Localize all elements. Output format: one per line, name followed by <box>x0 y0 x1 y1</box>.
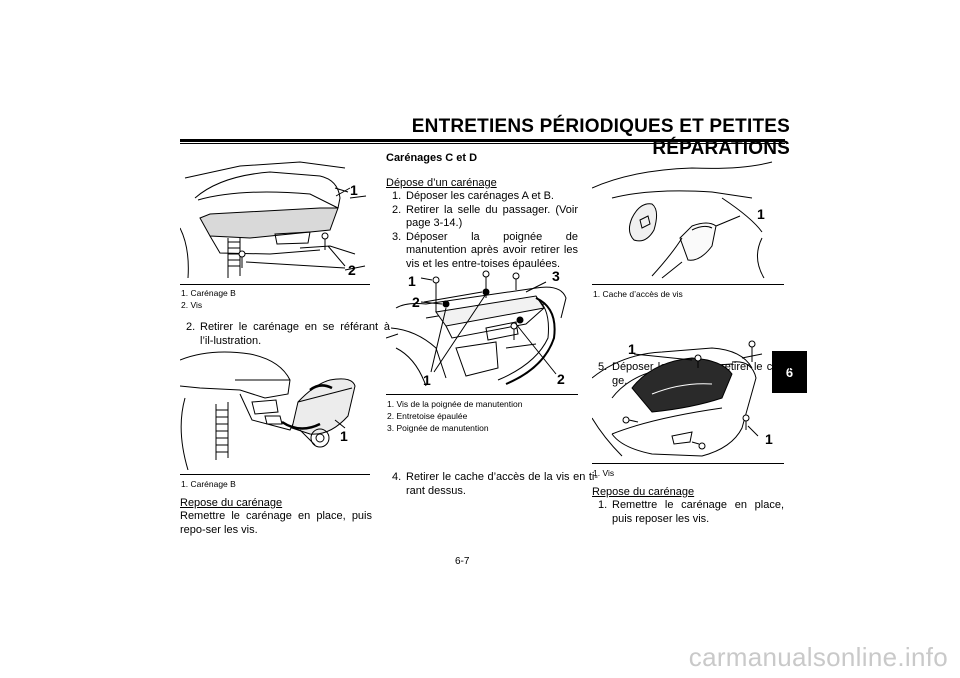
figure-rule <box>592 463 784 464</box>
instruction-step: 2.Retirer la selle du passager. (Voir pa… <box>392 203 578 230</box>
callout: 1 <box>423 372 431 388</box>
caption-line: 2. Entretoise épaulée <box>387 411 468 421</box>
header-rule <box>180 139 785 142</box>
watermark: carmanualsonline.info <box>688 642 948 672</box>
figure-caption: 1. Carénage B <box>181 478 236 490</box>
instruction-list: 1.Remettre le carénage en place, puis re… <box>592 499 784 526</box>
section-subheading: Repose du carénage <box>180 497 283 509</box>
header-rule-thin <box>180 143 785 144</box>
figure-cowling-b <box>180 161 367 279</box>
figure-rule <box>180 474 370 475</box>
figure-rule <box>180 284 370 285</box>
figure-caption: 1. Vis <box>593 467 614 479</box>
figure-caption: 1. Carénage B 2. Vis <box>181 287 236 311</box>
callout: 1 <box>757 206 765 222</box>
figure-rule <box>592 284 784 285</box>
figure-grab-bar <box>386 270 567 387</box>
chapter-tab[interactable]: 6 <box>772 351 807 393</box>
caption-line: 3. Poignée de manutention <box>387 423 489 433</box>
caption-line: 1. Vis <box>593 468 615 478</box>
figure-rule <box>386 394 578 395</box>
figure-cowling-removal <box>180 351 356 470</box>
step-number: 5. <box>598 361 608 373</box>
instruction-step: 4. Retirer le cache d’accès de la vis en… <box>386 471 598 498</box>
page-number: 6-7 <box>455 556 470 567</box>
callout: 2 <box>412 294 420 310</box>
callout: 2 <box>557 371 565 387</box>
step-text: Retirer le cache d’accès de la vis en ti… <box>406 471 598 497</box>
caption-line: 1. Vis de la poignée de manutention <box>387 399 523 409</box>
caption-line: 1. Carénage B <box>181 288 236 298</box>
figure-access-cover <box>592 161 773 279</box>
callout: 1 <box>765 431 773 447</box>
caption-line: 1. Cache d’accès de vis <box>593 289 683 299</box>
instruction-step: 3.Déposer la poignée de manutention aprè… <box>392 230 578 270</box>
callout: 1 <box>408 273 416 289</box>
instruction-step: 1.Remettre le carénage en place, puis re… <box>598 499 784 525</box>
step-number: 2. <box>186 321 196 333</box>
instruction-step: 2. Retirer le carénage en se référant à … <box>180 321 390 348</box>
step-number: 4. <box>392 471 402 483</box>
figure-cowling-screws <box>592 340 763 457</box>
caption-line: 1. Carénage B <box>181 479 236 489</box>
step-text: Retirer le carénage en se référant à l’i… <box>200 321 390 347</box>
section-subheading: Repose du carénage <box>592 486 695 498</box>
section-subheading: Dépose d’un carénage <box>386 177 497 189</box>
callout: 1 <box>340 428 348 444</box>
page-title: ENTRETIENS PÉRIODIQUES ET PETITES RÉPARA… <box>411 116 790 159</box>
callout: 2 <box>348 262 356 278</box>
figure-caption: 1. Cache d’accès de vis <box>593 288 683 300</box>
callout: 1 <box>628 341 636 357</box>
callout: 1 <box>350 182 358 198</box>
section-title: Carénages C et D <box>386 152 478 164</box>
paragraph: Remettre le carénage en place, puis repo… <box>180 510 372 536</box>
caption-line: 2. Vis <box>181 300 203 310</box>
figure-caption: 1. Vis de la poignée de manutention 2. E… <box>387 398 522 434</box>
callout: 3 <box>552 268 560 284</box>
instruction-list: 1.Déposer les carénages A et B. 2.Retire… <box>386 190 578 271</box>
instruction-step: 1.Déposer les carénages A et B. <box>392 190 554 202</box>
